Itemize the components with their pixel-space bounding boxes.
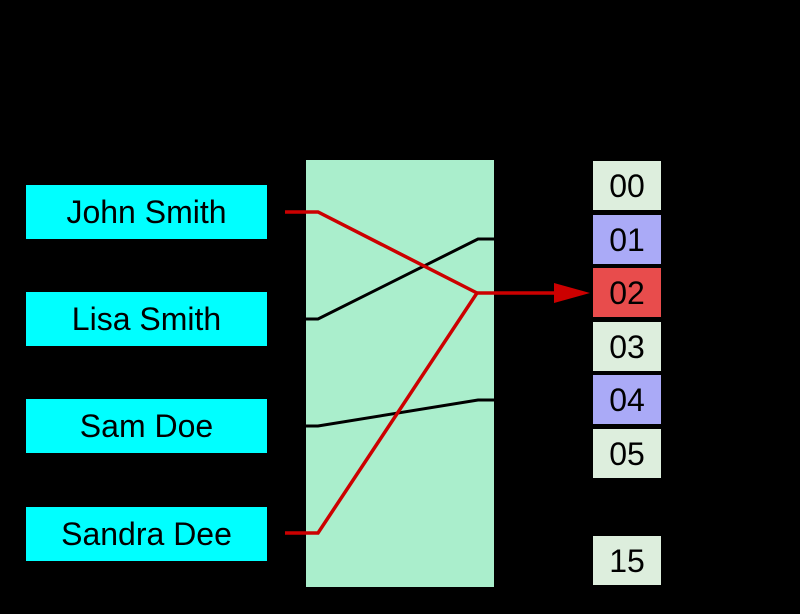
bucket-02-collision: 02 [593, 268, 661, 317]
bucket-15: 15 [593, 536, 661, 585]
bucket-label: 03 [609, 328, 645, 365]
bucket-05: 05 [593, 429, 661, 478]
bucket-label: 05 [609, 435, 645, 472]
key-box-lisa-smith: Lisa Smith [26, 292, 267, 346]
key-label: Sandra Dee [61, 516, 232, 552]
bucket-04: 04 [593, 375, 661, 424]
bucket-label: 04 [609, 381, 645, 418]
bucket-label: 02 [609, 274, 645, 311]
key-box-sandra-dee: Sandra Dee [26, 507, 267, 561]
key-label: Lisa Smith [71, 301, 222, 337]
bucket-label: 15 [609, 542, 645, 579]
hash-function-box [306, 160, 494, 587]
bucket-01: 01 [593, 215, 661, 264]
collision-arrowhead-icon [554, 283, 590, 303]
bucket-03: 03 [593, 322, 661, 371]
key-label: John Smith [66, 194, 227, 230]
key-label: Sam Doe [79, 408, 214, 444]
bucket-label: 00 [609, 167, 645, 204]
bucket-label: 01 [609, 221, 645, 258]
key-box-sam-doe: Sam Doe [26, 399, 267, 453]
bucket-00: 00 [593, 161, 661, 210]
key-box-john-smith: John Smith [26, 185, 267, 239]
